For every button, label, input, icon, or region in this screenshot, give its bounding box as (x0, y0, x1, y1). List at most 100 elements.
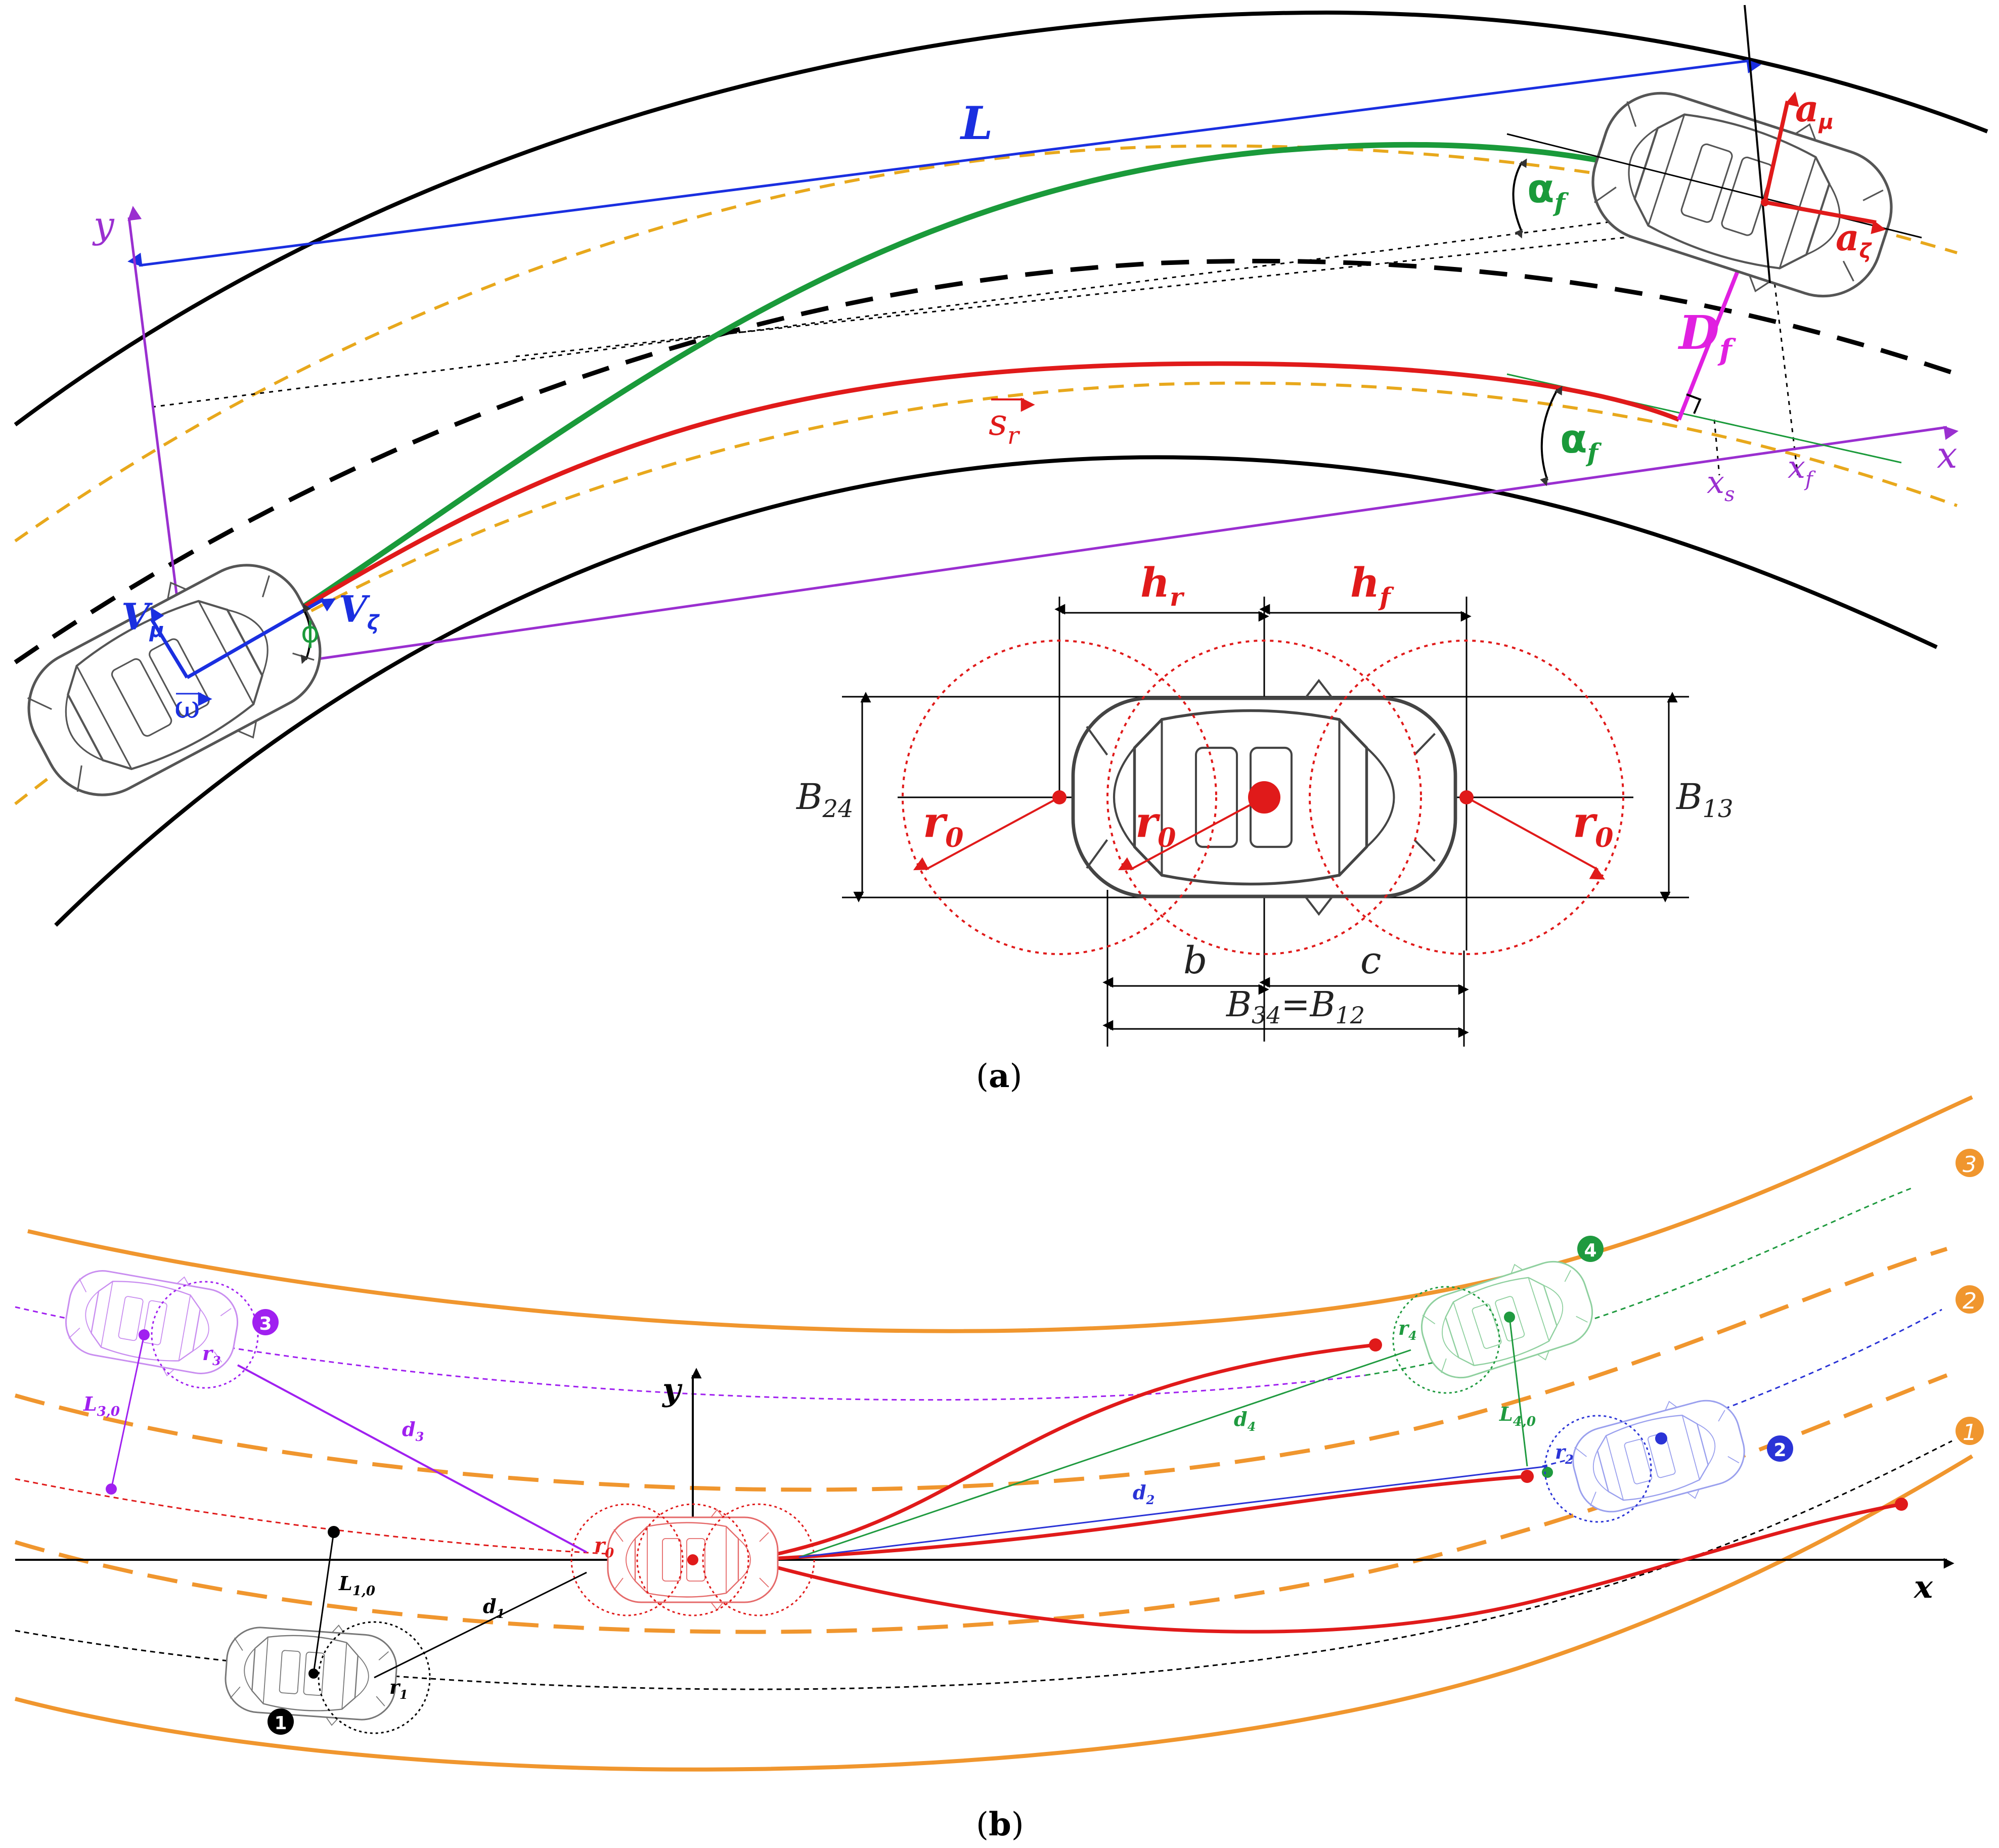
label-r3: r3 (202, 1342, 221, 1368)
candidate-end-2 (1521, 1470, 1534, 1483)
label-B24: B24 (795, 776, 854, 823)
label-r1: r1 (389, 1676, 408, 1702)
path-red (294, 361, 1680, 614)
label-L30: L3,0 (83, 1392, 120, 1419)
caption-a: (a) (976, 1057, 1022, 1095)
label-r0-center: r0 (1135, 797, 1176, 853)
distance-L30 (110, 1334, 145, 1490)
guide-dotted-1 (151, 201, 1765, 408)
svg-text:3: 3 (259, 1314, 272, 1334)
label-d1: d1 (483, 1595, 505, 1621)
target-reference-point (1761, 198, 1769, 206)
lane-badge-1: 1 (1956, 1417, 1984, 1446)
coverage-circle-center (1106, 640, 1422, 955)
label-x-a: x (1937, 434, 1958, 476)
distance-d2 (798, 1465, 1548, 1558)
road-centre-line (14, 258, 1958, 664)
target-car (1574, 65, 1911, 324)
label-r4: r4 (1398, 1317, 1417, 1343)
candidate-path-to-2 (748, 1474, 1528, 1562)
panel-a: L y x sr αf αf Df xs xf (2, 5, 1988, 1095)
svg-text:2: 2 (1773, 1440, 1786, 1461)
guide-dotted-4 (1713, 419, 1720, 476)
coverage-circle-rear (902, 640, 1217, 955)
label-x-b: x (1913, 1568, 1933, 1605)
distance-L-arrow (127, 59, 1761, 267)
distance-d4 (798, 1349, 1411, 1558)
coverage-circle-front (1309, 640, 1624, 955)
phi-arc (300, 603, 312, 664)
lane-divider-b-1 (14, 1247, 1948, 1492)
label-d3: d3 (402, 1418, 424, 1444)
label-y-a: y (92, 204, 115, 246)
label-d2: d2 (1133, 1481, 1154, 1507)
path-green (294, 142, 1766, 614)
road-edge-top-b (27, 1095, 1973, 1333)
label-h-r: hr (1140, 559, 1185, 612)
candidate-end-4 (1369, 1338, 1382, 1351)
label-x-f: xf (1788, 448, 1816, 491)
accel-zeta-arrow (1764, 200, 1886, 234)
vehicle-1-circle (318, 1621, 431, 1734)
vehicle-2-center (1655, 1432, 1667, 1445)
label-y-b: y (661, 1371, 683, 1408)
road-edge-inner (54, 455, 1938, 927)
label-s-r: sr (989, 401, 1020, 450)
label-a-zeta: aζ (1836, 216, 1873, 263)
label-alpha-f-top: αf (1527, 166, 1569, 217)
ego-car-b: r0 (570, 1503, 815, 1616)
svg-text:1: 1 (1963, 1420, 1977, 1446)
label-h-f: hf (1350, 559, 1394, 612)
label-B34-eq-B12: B34=B12 (1225, 985, 1365, 1029)
candidate-path-to-4 (748, 1343, 1376, 1562)
label-L40: L4,0 (1499, 1403, 1536, 1429)
ego-circle-center (636, 1503, 749, 1616)
vehicle-1: L1,0 d1 r1 1 (222, 1526, 587, 1735)
label-V-zeta: Vζ (339, 588, 380, 635)
lane-badge-2: 2 (1956, 1285, 1984, 1314)
candidate-path-to-1 (748, 1502, 1902, 1634)
vehicle-2-badge: 2 (1767, 1435, 1793, 1462)
ego-circle-rear (570, 1503, 684, 1616)
velocity-mu-arrow (150, 607, 189, 679)
alpha-arc-top (1512, 158, 1527, 239)
label-D-f: Df (1677, 305, 1737, 367)
ego-circle-front (702, 1503, 815, 1616)
label-a-mu: aμ (1795, 87, 1834, 134)
distance-L40 (1508, 1317, 1528, 1467)
lane-centre-3-green (1365, 1187, 1912, 1376)
r0-radius-center (1118, 796, 1265, 871)
r0-radius-front (1466, 796, 1605, 880)
vehicle-1-badge: 1 (268, 1708, 294, 1735)
lane-divider-b-2 (14, 1373, 1948, 1634)
vehicle-4-circle (1392, 1286, 1500, 1394)
ego-center-dot (687, 1554, 698, 1565)
alpha-arc-bottom (1540, 386, 1563, 486)
vehicle-3-circle (151, 1281, 259, 1389)
distance-L10 (313, 1531, 335, 1674)
caption-b: (b) (976, 1806, 1024, 1843)
candidate-end-1 (1895, 1498, 1908, 1511)
vehicle-3-badge: 3 (252, 1309, 279, 1335)
label-phi: ϕ (301, 616, 320, 649)
label-B13: B13 (1675, 776, 1734, 823)
label-r0-rear: r0 (923, 797, 963, 853)
distance-d3 (237, 1364, 587, 1553)
vehicle-3: L3,0 d3 r3 3 (58, 1257, 587, 1553)
target-longitudinal-line (1506, 133, 1922, 239)
lane-line-yellow-upper (14, 144, 1958, 543)
vehicle-4-badge: 4 (1577, 1236, 1604, 1262)
axis-x-a (187, 426, 1959, 679)
label-L: L (959, 97, 993, 150)
lane-centre-1-black (15, 1440, 1952, 1690)
label-omega: ω (174, 689, 200, 726)
r0-radius-rear (913, 796, 1060, 871)
label-b: b (1183, 939, 1207, 982)
svg-text:3: 3 (1963, 1152, 1977, 1178)
label-V-mu: Vμ (121, 595, 164, 642)
vehicle-2-circle (1544, 1415, 1652, 1523)
distance-d1 (374, 1571, 587, 1679)
right-angle-mark (1686, 393, 1702, 414)
label-alpha-f-bottom: αf (1560, 417, 1602, 468)
